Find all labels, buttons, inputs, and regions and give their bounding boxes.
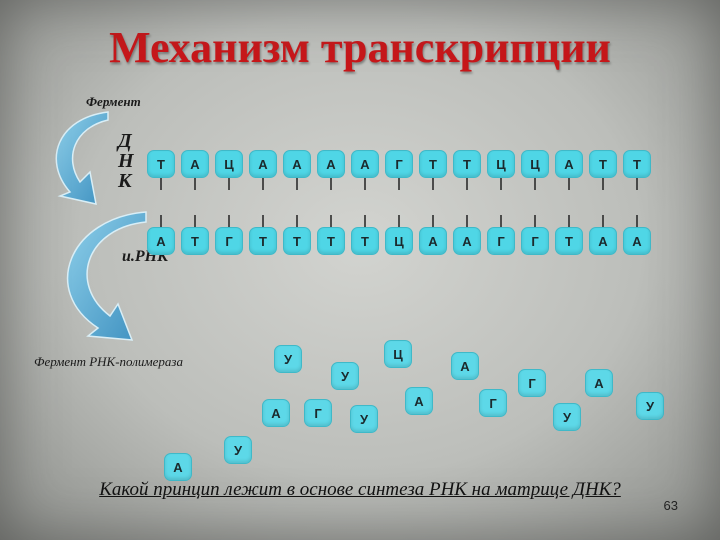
dna-top-base-11: Ц (487, 150, 515, 178)
dna-bottom-base-4: Т (249, 227, 277, 255)
dna-top-base-15: Т (623, 150, 651, 178)
dna-bottom-base-5: Т (283, 227, 311, 255)
free-nucleotide-12: У (350, 405, 378, 433)
dna-top-base-7: А (351, 150, 379, 178)
dna-top-base-9: Т (419, 150, 447, 178)
dna-bottom-base-2: Т (181, 227, 209, 255)
dna-top-base-4: А (249, 150, 277, 178)
dna-bottom-base-3: Г (215, 227, 243, 255)
dna-top-base-14: Т (589, 150, 617, 178)
free-nucleotide-8: Г (479, 389, 507, 417)
free-nucleotide-13: У (553, 403, 581, 431)
dnk-letter-k: К (118, 170, 132, 193)
dna-top-base-5: А (283, 150, 311, 178)
dna-top-base-6: А (317, 150, 345, 178)
free-nucleotide-7: А (405, 387, 433, 415)
dna-to-polymerase-arrow (68, 212, 146, 340)
question-text: Какой принцип лежит в основе синтеза РНК… (70, 478, 650, 501)
free-nucleotide-14: У (224, 436, 252, 464)
dna-top-base-3: Ц (215, 150, 243, 178)
enzyme-to-dna-arrow (56, 112, 108, 204)
free-nucleotide-5: Г (518, 369, 546, 397)
free-nucleotide-10: А (262, 399, 290, 427)
enzyme-label: Фермент (86, 94, 141, 110)
dna-bottom-base-8: Ц (385, 227, 413, 255)
free-nucleotide-11: Г (304, 399, 332, 427)
dna-bottom-base-6: Т (317, 227, 345, 255)
dna-bottom-base-7: Т (351, 227, 379, 255)
page-number: 63 (664, 498, 678, 513)
dna-bottom-base-10: А (453, 227, 481, 255)
dna-bottom-base-14: А (589, 227, 617, 255)
dna-top-base-13: А (555, 150, 583, 178)
rna-polymerase-label: Фермент РНК-полимераза (34, 354, 183, 370)
free-nucleotide-15: А (164, 453, 192, 481)
free-nucleotide-1: Ц (384, 340, 412, 368)
dna-top-base-12: Ц (521, 150, 549, 178)
free-nucleotide-3: А (451, 352, 479, 380)
free-nucleotide-9: У (636, 392, 664, 420)
dna-bottom-base-15: А (623, 227, 651, 255)
dna-bottom-base-12: Г (521, 227, 549, 255)
dna-top-base-2: А (181, 150, 209, 178)
free-nucleotide-6: А (585, 369, 613, 397)
free-nucleotide-2: У (274, 345, 302, 373)
dna-top-base-1: Т (147, 150, 175, 178)
dna-bottom-base-13: Т (555, 227, 583, 255)
dna-bottom-base-11: Г (487, 227, 515, 255)
dna-top-base-10: Т (453, 150, 481, 178)
dna-top-base-8: Г (385, 150, 413, 178)
dna-bottom-base-1: А (147, 227, 175, 255)
dna-bottom-base-9: А (419, 227, 447, 255)
free-nucleotide-4: У (331, 362, 359, 390)
base-pair-bonds (161, 178, 637, 227)
